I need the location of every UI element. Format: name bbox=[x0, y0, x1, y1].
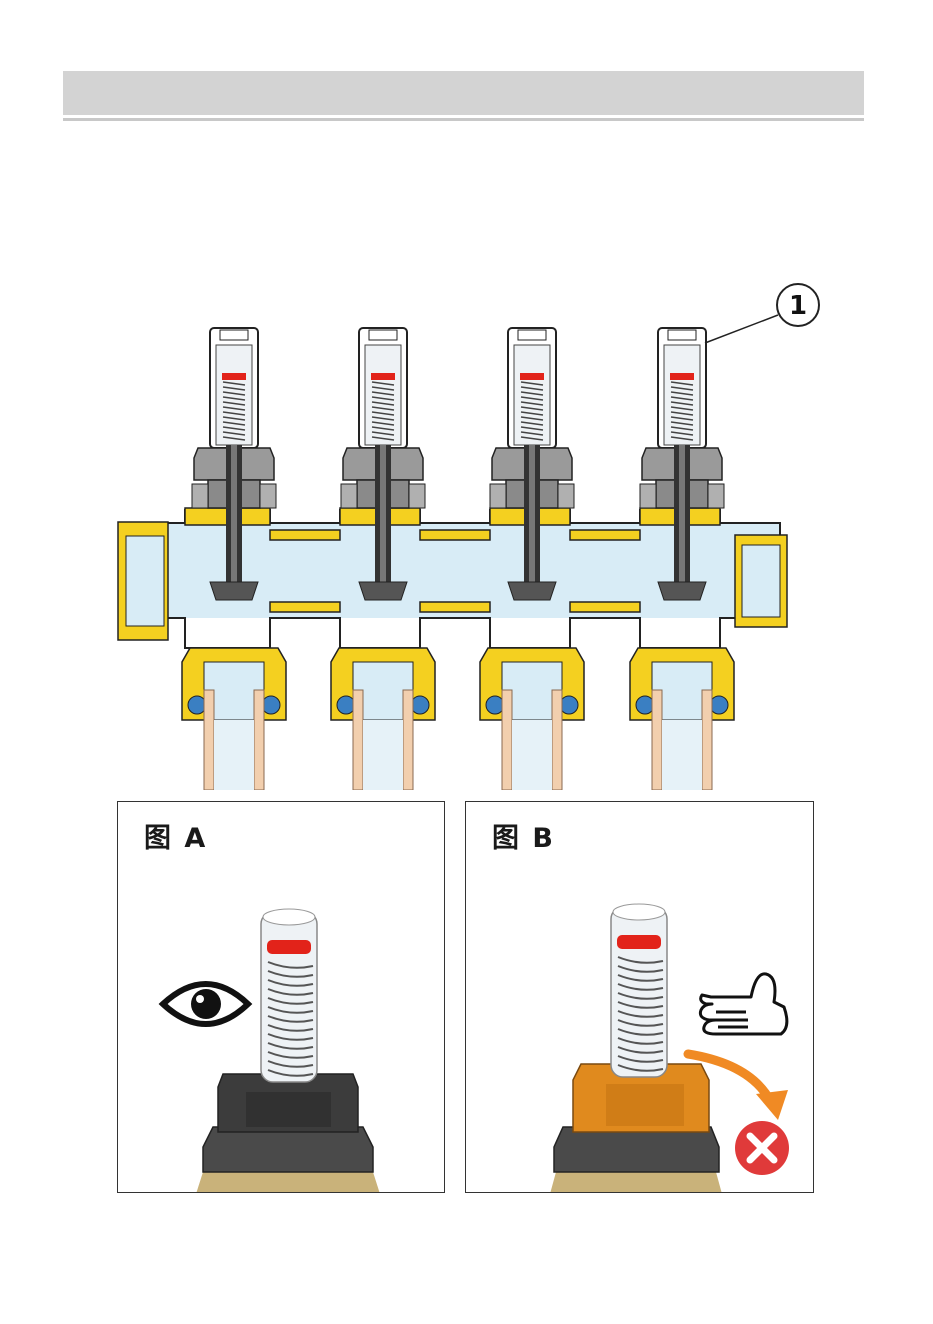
manifold-diagram: 1 bbox=[0, 270, 933, 790]
panel-b: 图 B bbox=[465, 801, 814, 1193]
seal bbox=[486, 696, 504, 714]
red-indicator bbox=[267, 940, 311, 954]
seal bbox=[560, 696, 578, 714]
pipe bbox=[353, 690, 363, 790]
header-bar bbox=[63, 71, 864, 115]
pipe bbox=[254, 690, 264, 790]
callout-number: 1 bbox=[789, 291, 807, 321]
eye-icon bbox=[163, 984, 248, 1024]
pipe bbox=[204, 690, 214, 790]
seal bbox=[262, 696, 280, 714]
red-indicator bbox=[520, 373, 544, 380]
lower-nut bbox=[203, 1127, 373, 1172]
panel-b-illustration bbox=[466, 802, 814, 1193]
red-indicator bbox=[371, 373, 395, 380]
header-rule bbox=[63, 118, 864, 121]
hand-icon bbox=[700, 974, 787, 1034]
red-x-icon bbox=[735, 1121, 789, 1175]
pipe bbox=[403, 690, 413, 790]
red-indicator bbox=[617, 935, 661, 949]
lower-nut bbox=[554, 1127, 719, 1172]
seal bbox=[337, 696, 355, 714]
panel-a: 图 A bbox=[117, 801, 445, 1193]
callout-leader bbox=[705, 315, 778, 343]
pipe bbox=[702, 690, 712, 790]
seal bbox=[636, 696, 654, 714]
panel-a-illustration bbox=[118, 802, 445, 1193]
pipe bbox=[552, 690, 562, 790]
pipe bbox=[652, 690, 662, 790]
red-indicator bbox=[222, 373, 246, 380]
pipe bbox=[502, 690, 512, 790]
red-indicator bbox=[670, 373, 694, 380]
seal bbox=[188, 696, 206, 714]
seal bbox=[710, 696, 728, 714]
seal bbox=[411, 696, 429, 714]
